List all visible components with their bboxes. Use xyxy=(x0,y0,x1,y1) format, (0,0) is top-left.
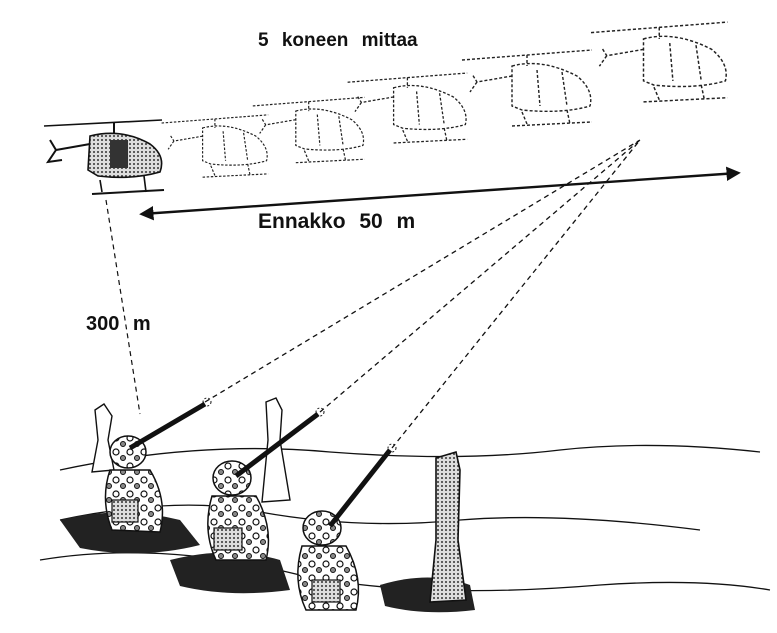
altitude-line xyxy=(105,199,141,415)
tree-stump-icon xyxy=(261,397,291,503)
soldier-icon xyxy=(297,443,397,611)
altitude-label: 300 m xyxy=(86,313,151,335)
lead-distance-label: Ennakko 50 m xyxy=(258,210,416,233)
ghost-helicopters xyxy=(161,21,729,178)
soldier-icon xyxy=(207,407,325,561)
foreground-grass xyxy=(60,512,200,554)
helicopter-icon xyxy=(161,114,269,178)
helicopter-icon xyxy=(43,119,165,195)
title-label: 5 koneen mittaa xyxy=(258,30,418,51)
helicopter-icon xyxy=(461,49,593,127)
helicopter-icon xyxy=(590,21,729,103)
tree-stump-icon xyxy=(429,450,467,603)
helicopter-icon xyxy=(346,72,468,144)
lead-arrow xyxy=(139,166,741,221)
helicopter-icon xyxy=(252,96,366,164)
foreground-grass xyxy=(170,552,290,594)
sight-lines xyxy=(204,139,641,449)
soldier-icon xyxy=(104,397,212,533)
tree-stump-icon xyxy=(91,403,115,473)
